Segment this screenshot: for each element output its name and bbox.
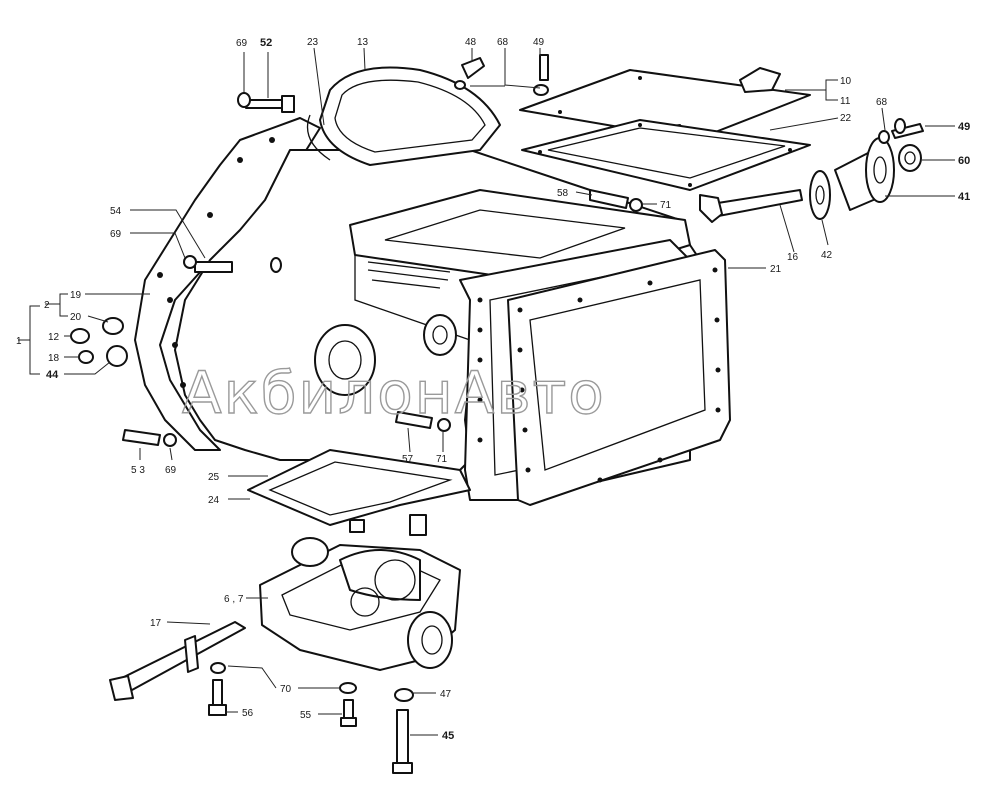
callout-55: 55 (300, 710, 312, 721)
callout-42: 42 (821, 250, 833, 261)
callout-49-right: 49 (958, 121, 970, 133)
callout-20: 20 (70, 312, 82, 323)
callout-68-right: 68 (876, 97, 888, 108)
callout-19: 19 (70, 290, 82, 301)
callout-17: 17 (150, 618, 162, 629)
callout-60: 60 (958, 155, 970, 167)
callout-57: 57 (402, 454, 414, 465)
fasteners (70, 54, 906, 447)
callout-56: 56 (242, 708, 254, 719)
pto-unit (259, 514, 461, 671)
callout-69-left: 69 (110, 229, 122, 240)
callout-47: 47 (440, 689, 452, 700)
callout-16: 16 (787, 252, 799, 263)
callout-58: 58 (557, 188, 569, 199)
callout-labels: 69 52 23 13 48 68 49 10 11 22 68 49 60 4… (16, 37, 970, 742)
callout-10: 10 (840, 76, 852, 87)
callout-11: 11 (840, 96, 851, 107)
callout-22: 22 (840, 113, 852, 124)
callout-53: 5 3 (131, 465, 145, 476)
callout-71-bottom: 71 (436, 454, 448, 465)
callout-1: 1 (16, 336, 22, 347)
callout-6-7: 6 , 7 (224, 594, 244, 605)
shaft-assembly (699, 123, 924, 223)
bottom-gaskets (247, 449, 471, 526)
callout-71-top: 71 (660, 200, 672, 211)
callout-41: 41 (958, 191, 970, 203)
callout-24: 24 (208, 495, 220, 506)
top-cover-plates (519, 67, 811, 191)
callout-12: 12 (48, 332, 60, 343)
callout-44: 44 (46, 369, 59, 381)
callout-69-bottom: 69 (165, 465, 177, 476)
callout-54: 54 (110, 206, 122, 217)
callout-49-top: 49 (533, 37, 545, 48)
callout-45: 45 (442, 730, 454, 742)
gasket-21 (507, 249, 731, 506)
callout-68-top: 68 (497, 37, 509, 48)
callout-48: 48 (465, 37, 477, 48)
callout-69-top: 69 (236, 38, 248, 49)
callout-21: 21 (770, 264, 782, 275)
cover-gasket-13 (306, 66, 501, 166)
callout-13: 13 (357, 37, 369, 48)
watermark-text: АкбилонАвто (182, 359, 606, 427)
bottom-bolts (208, 662, 414, 774)
callout-52: 52 (260, 37, 272, 49)
callout-18: 18 (48, 353, 60, 364)
bracket-17 (109, 621, 246, 701)
leader-lines (18, 47, 955, 736)
callout-70: 70 (280, 684, 292, 695)
callout-2: 2 (44, 300, 50, 311)
callout-25: 25 (208, 472, 220, 483)
callout-23: 23 (307, 37, 319, 48)
